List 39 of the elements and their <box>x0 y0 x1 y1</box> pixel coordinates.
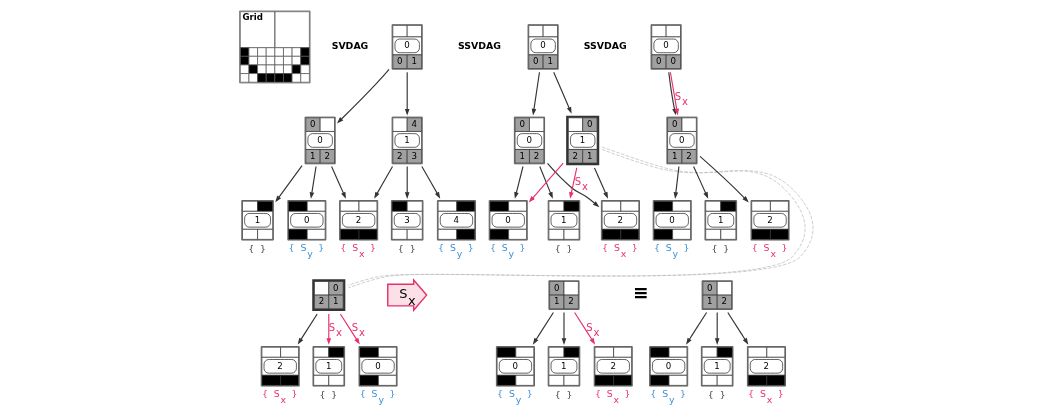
node-label: { } <box>397 242 416 254</box>
arrow <box>336 68 390 124</box>
arrow <box>699 155 749 203</box>
arrow <box>561 311 567 345</box>
arrow <box>339 313 360 345</box>
label: SSVDAG <box>457 39 501 51</box>
arrow <box>553 71 572 114</box>
arrow <box>421 165 441 199</box>
arrow <box>569 167 578 199</box>
label: ≡ <box>633 281 649 303</box>
arrow <box>309 165 317 199</box>
arrow <box>331 165 346 199</box>
arrow <box>673 165 680 199</box>
node-label: { } <box>248 242 267 254</box>
node-label: { } <box>554 242 573 254</box>
node-label: { } <box>711 242 730 254</box>
arrow <box>514 165 524 199</box>
arrow <box>693 165 709 199</box>
arrow <box>275 165 303 203</box>
node-label: { } <box>554 388 573 400</box>
arrow <box>686 311 708 345</box>
arrow <box>593 167 608 199</box>
arrow <box>374 165 394 199</box>
node-label: { } <box>319 388 338 400</box>
label: SSVDAG <box>583 39 627 51</box>
arrow <box>326 313 332 345</box>
arrow <box>297 313 318 345</box>
arrow <box>528 162 564 203</box>
arrow <box>404 165 410 199</box>
arrow <box>531 71 541 116</box>
node-label: { } <box>707 388 726 400</box>
arrow <box>539 165 553 199</box>
label: SVDAG <box>331 39 369 51</box>
arrow <box>404 71 410 116</box>
arrow <box>574 311 596 345</box>
arrow <box>532 311 554 345</box>
arrow <box>714 311 720 345</box>
arrow <box>546 162 600 208</box>
arrow <box>727 311 749 345</box>
